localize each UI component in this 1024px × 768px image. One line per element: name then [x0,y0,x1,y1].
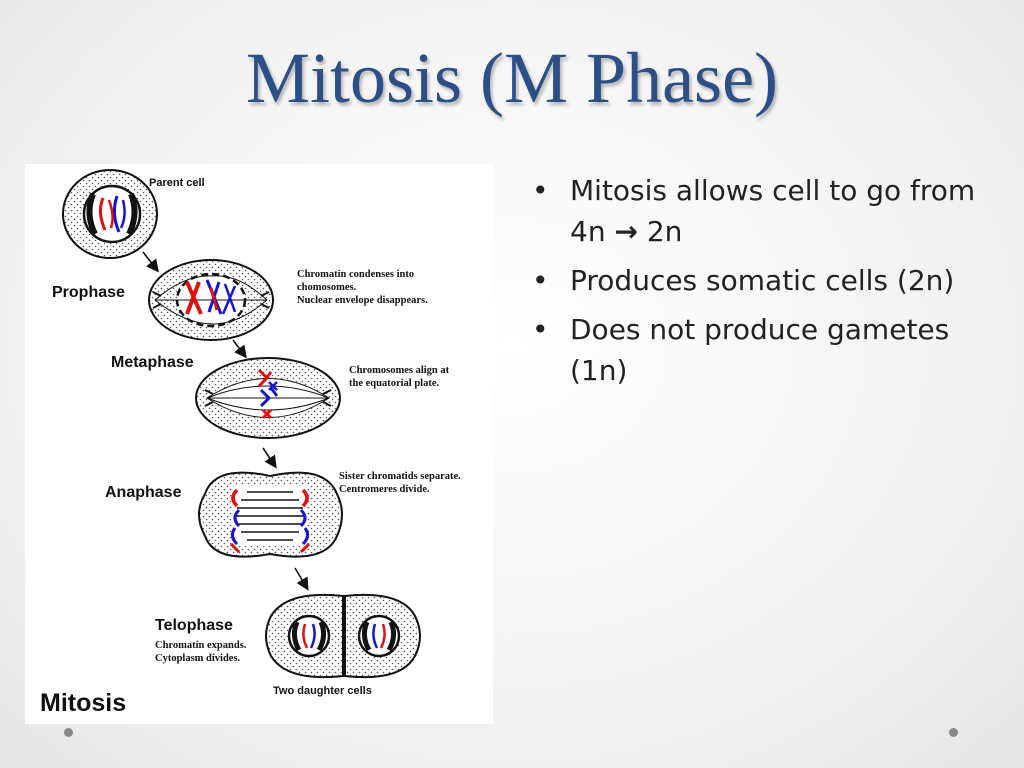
bullet-icon: • [532,313,549,346]
prophase-note: Chromatin condenses into chomosomes. Nuc… [297,268,428,307]
anaphase-note-line: Sister chromatids separate. [339,471,461,482]
decorative-dot [949,728,958,737]
diagram-caption: Mitosis [40,689,127,717]
right-arrow-icon: → [614,215,638,248]
bullet-item: • Mitosis allows cell to go from 4n → 2n [530,170,980,252]
parent-cell [62,169,158,259]
bullet-item: • Does not produce gametes (1n) [530,309,980,391]
bullet-text: Mitosis allows cell to go from 4n [570,174,976,248]
metaphase-note: Chromosomes align at the equatorial plat… [349,364,449,390]
telophase-note: Chromatin expands. Cytoplasm divides. [155,639,246,665]
parent-cell-label: Parent cell [149,177,205,189]
anaphase-cell [198,471,343,558]
bullet-list: •Mitosis allows cell to go from 4n → 2n … [530,170,980,399]
telophase-note-line: Chromatin expands. [155,640,247,651]
slide-title: Mitosis (M Phase) [245,38,779,118]
bullet-icon: • [532,174,549,207]
metaphase-cell [195,357,341,439]
bullet-icon: • [532,264,549,297]
prophase-note-line: Chromatin condenses into [297,269,415,280]
bullet-text: Produces somatic cells (2n) [570,264,955,297]
anaphase-note: Sister chromatids separate. Centromeres … [339,470,461,496]
anaphase-label: Anaphase [105,484,182,501]
telophase-cells [265,593,421,679]
anaphase-note-line: Centromeres divide. [339,484,430,495]
daughter-cells-label: Two daughter cells [273,685,372,697]
prophase-cell [148,259,274,341]
bullet-text: Does not produce gametes (1n) [570,313,950,387]
metaphase-note-line: the equatorial plate. [349,378,440,389]
mitosis-diagram: Parent cell Prophase Chromatin condenses… [25,164,493,724]
metaphase-label: Metaphase [111,354,194,371]
decorative-dot [64,728,73,737]
mitosis-diagram-art [62,169,421,679]
telophase-note-line: Cytoplasm divides. [155,653,241,664]
bullet-text-after: 2n [637,215,683,248]
bullet-item: • Produces somatic cells (2n) [530,260,980,301]
telophase-label: Telophase [155,617,233,634]
prophase-note-line: chomosomes. [297,282,357,293]
metaphase-note-line: Chromosomes align at [349,365,450,376]
prophase-note-line: Nuclear envelope disappears. [297,295,428,306]
prophase-label: Prophase [52,284,125,301]
